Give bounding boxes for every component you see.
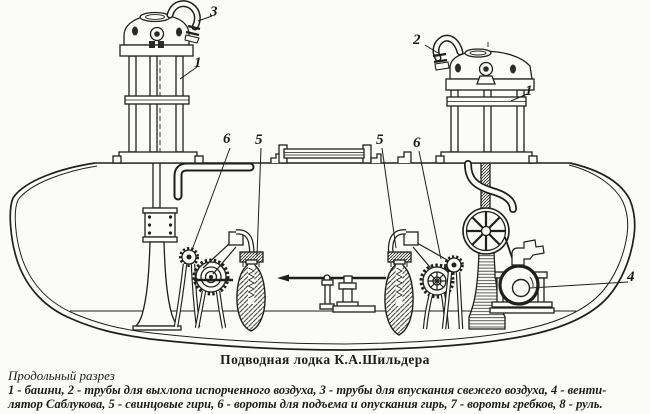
callout-4: 4: [627, 269, 635, 285]
right-small-cog: [441, 255, 464, 330]
tower-base: [118, 151, 198, 164]
right-large-gear: [419, 263, 455, 330]
callout-6-left: 6: [223, 131, 231, 147]
leader-1-left: [179, 66, 198, 80]
leader-6-right: [418, 150, 442, 260]
callout-2: 2: [413, 32, 421, 48]
stand-bench: [332, 305, 376, 313]
leader-2: [424, 44, 439, 54]
sablukov-fan: [489, 239, 555, 314]
shaft-stand-right: [336, 275, 359, 309]
left-lead-weight: [236, 251, 266, 332]
callout-5-left: 5: [255, 132, 263, 148]
deck-hatch: [270, 144, 412, 164]
left-tower: [112, 11, 204, 164]
section-type-label: Продольный разрез: [8, 368, 115, 383]
callout-leader-lines: [179, 15, 629, 289]
figure-legend-line2: лятор Саблукова, 5 - свинцовые гири, 6 -…: [8, 397, 603, 411]
side-porthole: [510, 64, 516, 74]
s-pipe-below-right-tower: [464, 160, 517, 213]
side-porthole: [455, 63, 461, 73]
right-lead-weight: [384, 229, 450, 336]
callout-6-right: 6: [413, 135, 421, 151]
hull-outline: [9, 162, 636, 351]
leader-1-right: [510, 93, 528, 102]
leader-4: [529, 281, 629, 289]
deck-step-right: [397, 151, 412, 163]
leader-3: [197, 15, 213, 22]
callout-1-right: 1: [525, 83, 533, 99]
leader-5-left: [256, 147, 262, 257]
bent-pipe-below-deck: [173, 162, 255, 201]
fan-duct: [511, 239, 545, 266]
callout-5-right: 5: [376, 132, 384, 148]
callout-1-left: 1: [194, 55, 202, 71]
left-large-gear: [192, 258, 233, 329]
callout-3: 3: [210, 4, 218, 20]
side-porthole: [132, 26, 138, 36]
shaft-stand-left: [319, 274, 335, 310]
paddle-shaft: [277, 274, 386, 313]
right-winch-gears: [419, 255, 464, 330]
figure-legend-line1: 1 - башни, 2 - трубы для выхлопа испорче…: [8, 383, 607, 397]
left-small-cog: [173, 247, 201, 328]
right-tower: [435, 42, 538, 164]
fresh-air-pipe: [166, 0, 201, 44]
leader-5-right: [381, 147, 397, 249]
side-porthole: [176, 27, 182, 37]
leader-6-left: [191, 147, 231, 251]
figure-title: Подводная лодка К.А.Шильдера: [220, 352, 430, 367]
tower-base: [440, 151, 533, 164]
